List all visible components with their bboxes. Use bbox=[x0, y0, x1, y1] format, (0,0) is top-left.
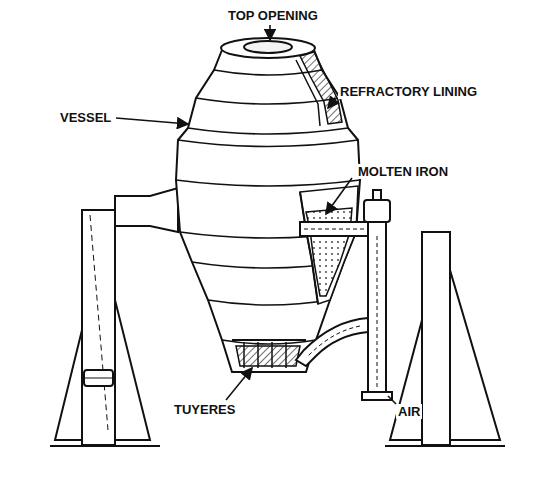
molten-iron-cutaway bbox=[300, 186, 358, 304]
left-stand bbox=[50, 210, 160, 446]
vessel-body bbox=[176, 38, 360, 372]
leader-lines bbox=[116, 25, 396, 404]
tuyeres bbox=[232, 340, 306, 368]
part-label: TOP OPENING bbox=[226, 8, 320, 23]
part-label: TUYERES bbox=[172, 402, 237, 417]
right-stand bbox=[385, 232, 505, 446]
trunnion bbox=[115, 188, 178, 232]
part-label: AIR bbox=[396, 404, 422, 419]
part-label: REFRACTORY LINING bbox=[338, 84, 479, 99]
air-pipe bbox=[296, 190, 392, 400]
part-label: MOLTEN IRON bbox=[356, 164, 450, 179]
refractory-lining-cutaway bbox=[296, 52, 342, 126]
part-label: VESSEL bbox=[58, 110, 113, 125]
